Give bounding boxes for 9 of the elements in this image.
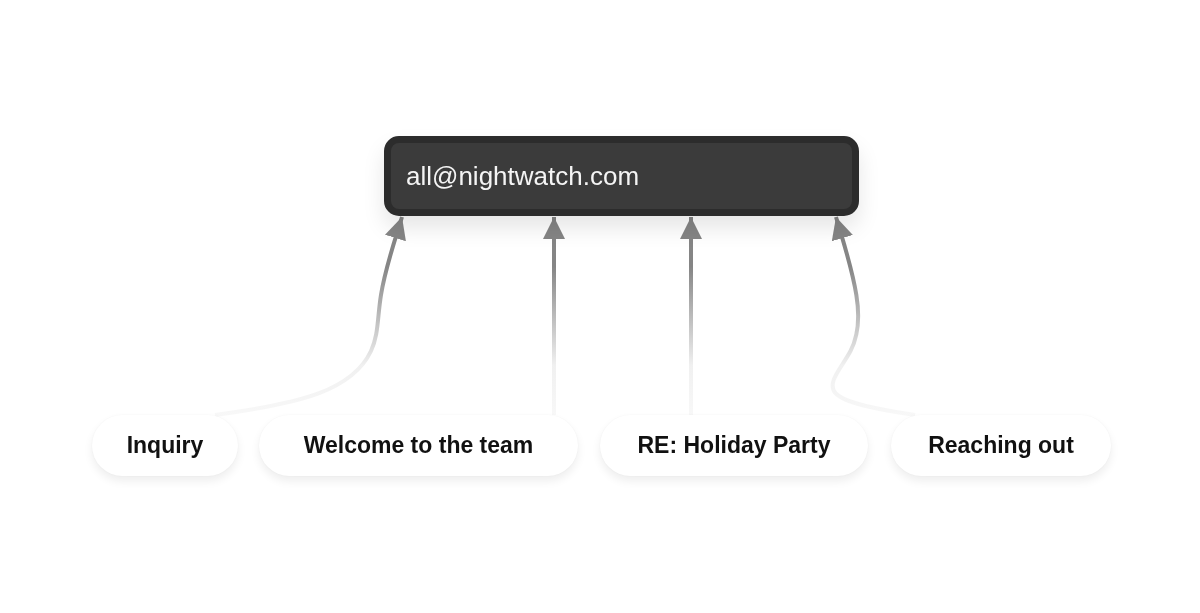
arrow <box>214 216 406 417</box>
address-panel: all@nightwatch.com <box>384 136 859 216</box>
arrow <box>543 217 565 415</box>
arrow <box>680 217 702 415</box>
subject-pill: Inquiry <box>92 415 238 476</box>
subject-pill: Welcome to the team <box>259 415 578 476</box>
subject-pill: Reaching out <box>891 415 1111 476</box>
subject-pill: RE: Holiday Party <box>600 415 868 476</box>
arrow <box>830 216 916 417</box>
